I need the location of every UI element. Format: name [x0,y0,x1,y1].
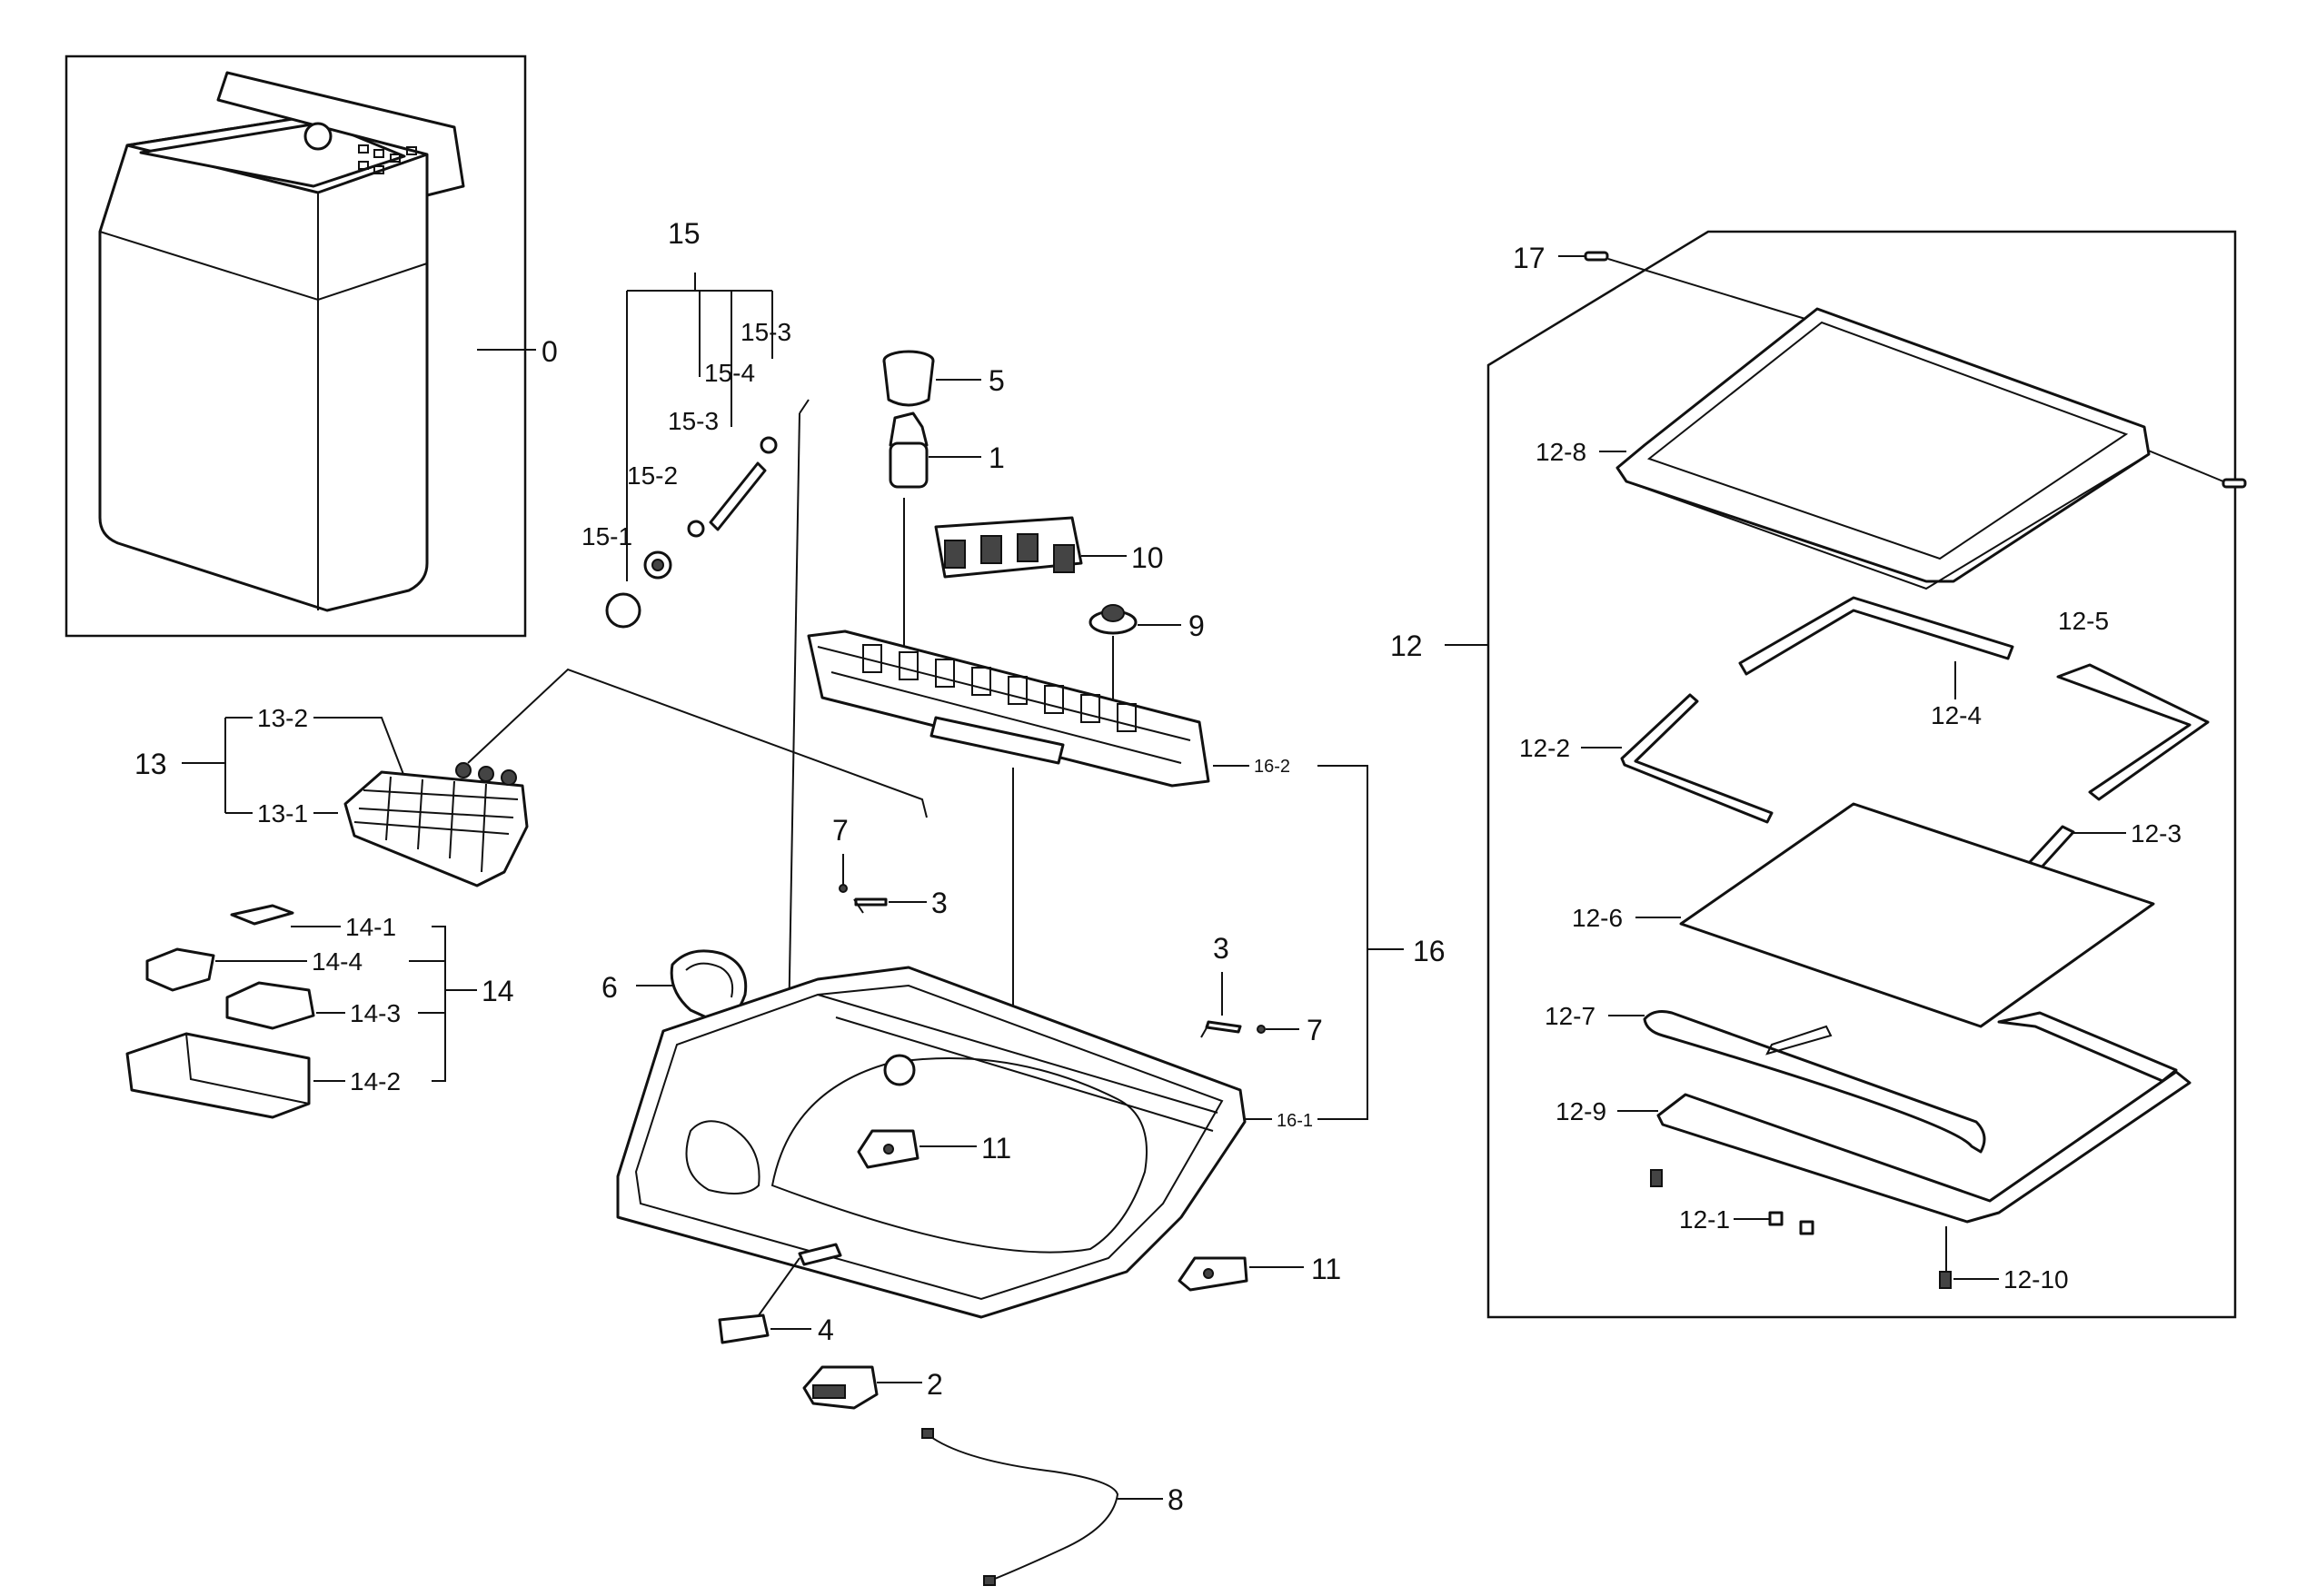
label-11-outer: 11 [1311,1253,1341,1285]
label-14-3: 14-3 [350,999,401,1027]
label-15-2: 15-2 [627,461,678,490]
label-12-10: 12-10 [2003,1265,2069,1294]
label-15-4: 15-4 [704,359,755,387]
label-17: 17 [1513,242,1546,274]
label-14-2: 14-2 [350,1067,401,1095]
label-12-7: 12-7 [1545,1002,1595,1030]
label-12-8: 12-8 [1536,438,1586,466]
part-11-lid-lock-inner [857,1129,977,1169]
label-4: 4 [818,1313,834,1346]
label-9: 9 [1188,610,1205,642]
label-13-1: 13-1 [257,799,308,828]
label-15-3-upper: 15-3 [741,318,791,346]
label-13: 13 [134,748,167,780]
part-11-lid-lock-outer [1178,1256,1304,1292]
part-14-dispenser-drawer [125,904,477,1119]
part-12-lid-assembly [1445,230,2247,1319]
part-8-wire-harness [921,1428,1163,1586]
label-11-inner: 11 [981,1132,1011,1165]
label-3-left: 3 [931,887,948,919]
label-12-1: 12-1 [1679,1205,1730,1234]
part-0-washer-assembly [65,55,536,638]
label-6: 6 [601,971,618,1004]
part-4-door-switch-cover [718,1257,811,1344]
label-12-3: 12-3 [2131,819,2182,848]
label-14-4: 14-4 [312,947,363,976]
part-15-hinge-group [605,273,810,1182]
label-15-3: 15-3 [668,407,719,435]
part-1-sensor [889,411,981,672]
label-14: 14 [482,975,514,1007]
part-2-lid-switch [802,1365,922,1410]
part-16-1-top-cover [616,966,1272,1319]
label-12-4: 12-4 [1931,701,1982,729]
bracket-16 [1317,765,1404,1120]
label-1: 1 [989,441,1005,474]
label-12: 12 [1390,629,1423,662]
part-6-bleach-funnel [636,949,748,1026]
label-12-6: 12-6 [1572,904,1623,932]
part-7-3-screws-left [839,854,927,914]
label-14-1: 14-1 [345,913,396,941]
part-10-water-valve [934,516,1127,579]
label-12-5: 12-5 [2058,607,2109,635]
label-5: 5 [989,364,1005,397]
label-13-2: 13-2 [257,704,308,732]
label-10: 10 [1131,541,1164,574]
label-16: 16 [1413,935,1446,967]
label-3-right: 3 [1213,932,1229,965]
part-5-cap [882,350,981,407]
part-16-2-control-panel [807,629,1249,1036]
label-12-2: 12-2 [1519,734,1570,762]
label-16-2: 16-2 [1254,757,1290,777]
label-7-left: 7 [832,814,849,847]
label-2: 2 [927,1368,943,1401]
part-13-dispenser-housing [182,668,928,887]
part-3-7-screws-right [1200,972,1299,1038]
label-15-1: 15-1 [581,522,632,550]
label-7-right: 7 [1307,1014,1323,1046]
label-8: 8 [1168,1483,1184,1516]
label-15: 15 [668,217,701,250]
label-12-9: 12-9 [1556,1097,1606,1125]
label-16-1: 16-1 [1277,1111,1313,1131]
label-0: 0 [542,335,558,368]
